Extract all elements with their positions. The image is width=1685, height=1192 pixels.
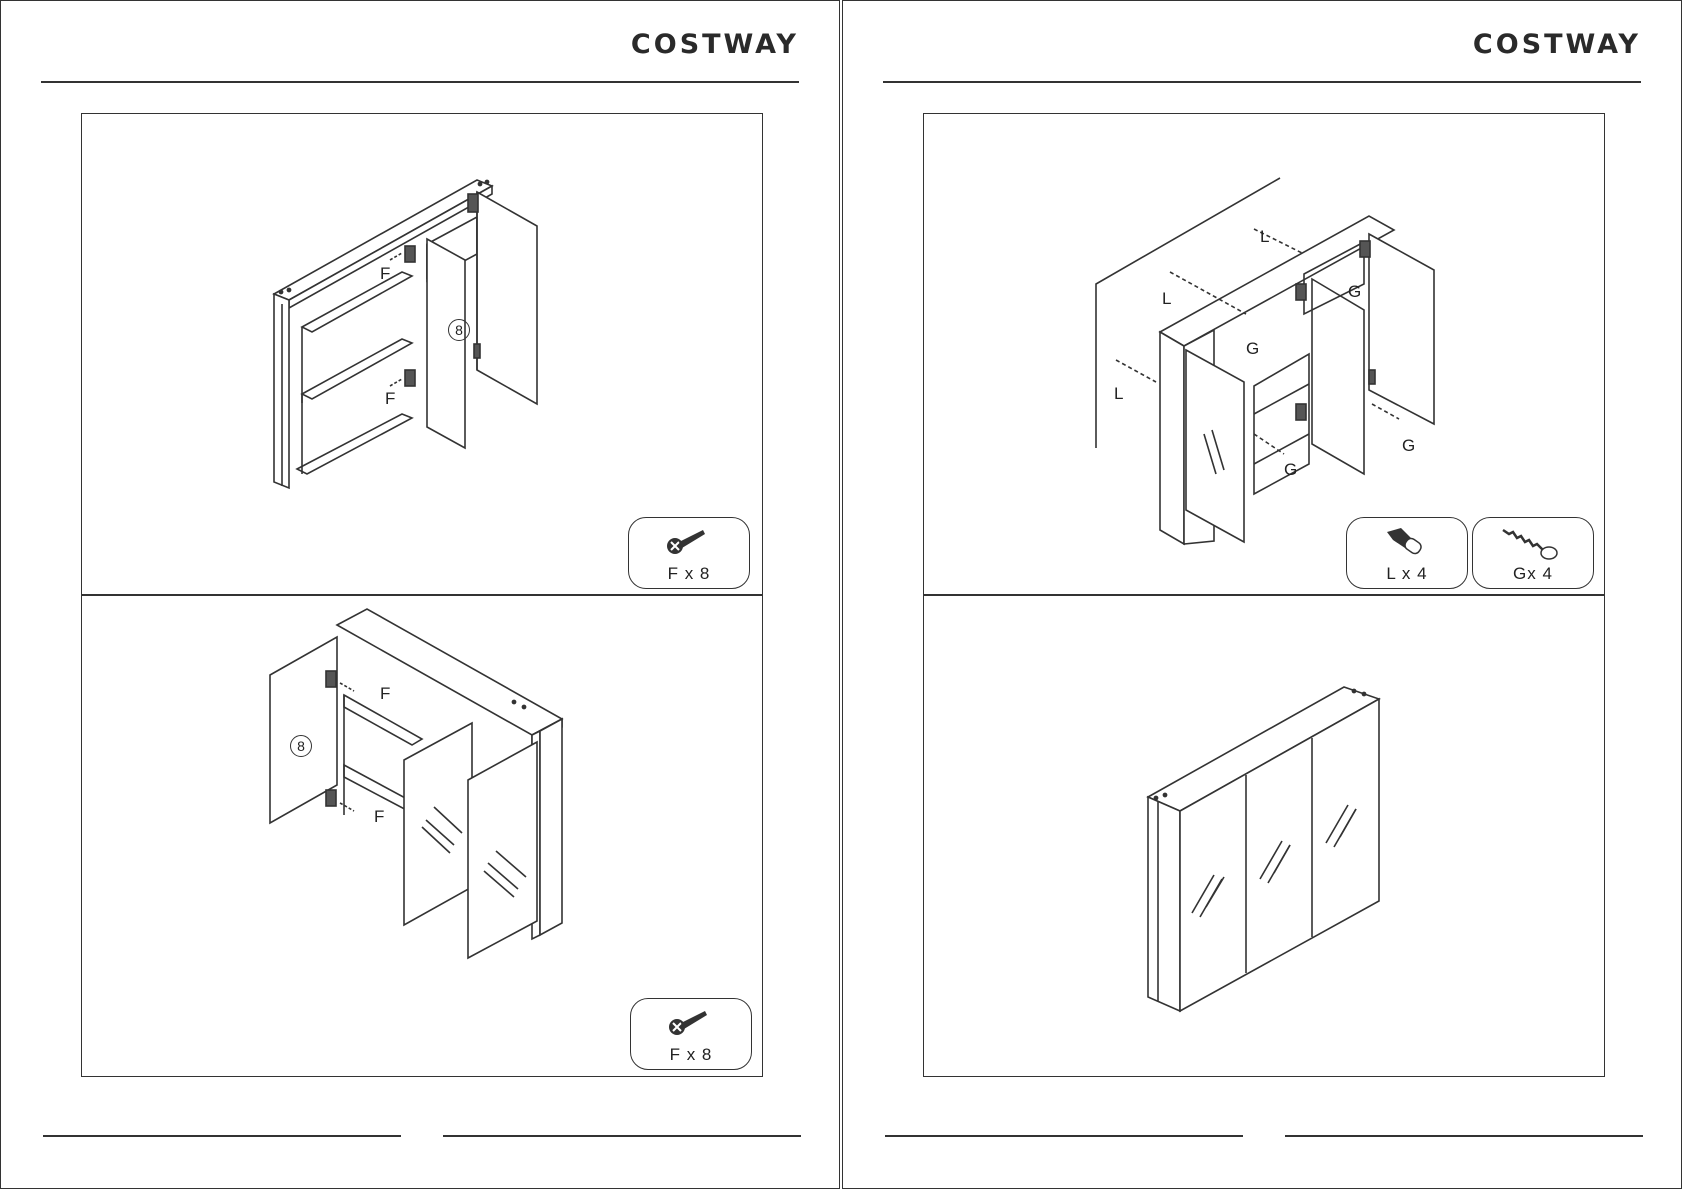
brand-logo: COSTWAY: [631, 29, 799, 60]
badge-label: F x 8: [631, 1045, 751, 1065]
badge-label: L x 4: [1347, 564, 1467, 584]
screw-icon: [667, 1007, 711, 1037]
wood-screw-icon: [1501, 526, 1561, 560]
footer-rule-right: [443, 1135, 801, 1137]
part-number-circle: 8: [290, 735, 312, 757]
footer-rule-right: [1285, 1135, 1643, 1137]
left-page: COSTWAY: [0, 0, 840, 1189]
callout-f-lower: F: [374, 807, 384, 827]
callout-g-upper-right: G: [1348, 282, 1361, 302]
header-rule: [883, 81, 1641, 83]
badge-label: F x 8: [629, 564, 749, 584]
callout-f-upper: F: [380, 264, 390, 284]
wall-anchor-icon: [1383, 526, 1427, 556]
callout-l-bottom: L: [1114, 384, 1123, 404]
hardware-badge-f: F x 8: [630, 998, 752, 1070]
step-panel-bottom-left: F F 8 F x 8: [82, 595, 762, 1075]
footer-rule-left: [885, 1135, 1243, 1137]
brand-logo: COSTWAY: [1473, 29, 1641, 60]
hardware-badge-g: Gx 4: [1472, 517, 1594, 589]
callout-f-upper: F: [380, 684, 390, 704]
callout-l-top: L: [1260, 227, 1269, 247]
part-number-circle: 8: [448, 319, 470, 341]
finished-cabinet-illustration: [924, 595, 1604, 1075]
badge-label: Gx 4: [1473, 564, 1593, 584]
callout-g-bottom: G: [1284, 460, 1297, 480]
hardware-badge-l: L x 4: [1346, 517, 1468, 589]
header-rule: [41, 81, 799, 83]
step-panel-top-right: L L L G G G G L x 4 Gx 4: [924, 114, 1604, 594]
footer-rule-left: [43, 1135, 401, 1137]
callout-g-lower-right: G: [1402, 436, 1415, 456]
callout-l-middle: L: [1162, 289, 1171, 309]
step-frame-right: L L L G G G G L x 4 Gx 4: [923, 113, 1605, 1077]
step-panel-top-left: F F 8 F x 8: [82, 114, 762, 594]
callout-g-center: G: [1246, 339, 1259, 359]
callout-f-lower: F: [385, 389, 395, 409]
step-frame-left: F F 8 F x 8: [81, 113, 763, 1077]
step-panel-bottom-right: [924, 595, 1604, 1075]
hardware-badge-f: F x 8: [628, 517, 750, 589]
right-page: COSTWAY: [842, 0, 1682, 1189]
screw-icon: [665, 526, 709, 556]
